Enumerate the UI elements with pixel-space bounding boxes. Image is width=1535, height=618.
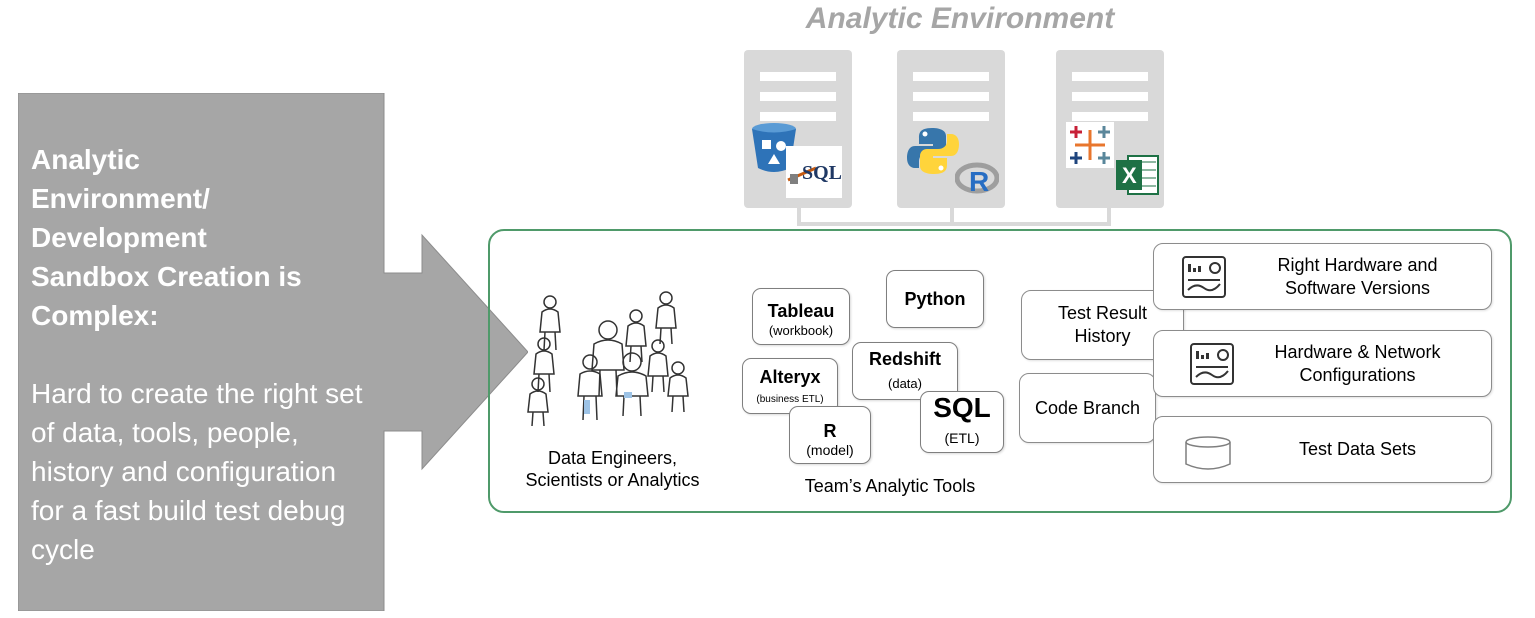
sql-icon-text: SQL bbox=[802, 162, 843, 184]
tool-sub: (workbook) bbox=[768, 323, 834, 338]
code-branch-label: Code Branch bbox=[1034, 397, 1141, 418]
dashboard-report-icon bbox=[1190, 343, 1234, 385]
tool-name: R bbox=[823, 421, 837, 441]
right-item-line1: Test Data Sets bbox=[1298, 439, 1417, 459]
right-item-line1: Hardware & Network bbox=[1274, 341, 1441, 362]
tool-chip-sql: SQL (ETL) bbox=[920, 391, 1004, 453]
r-logo-icon: R bbox=[955, 162, 999, 198]
tool-sub: (ETL) bbox=[944, 430, 980, 446]
tool-name: Tableau bbox=[767, 301, 835, 321]
tool-chip-redshift: Redshift (data) bbox=[852, 342, 958, 400]
database-cylinder-icon bbox=[1185, 436, 1231, 470]
s3-bucket-icon bbox=[752, 123, 796, 172]
tools-caption: Team’s Analytic Tools bbox=[804, 476, 976, 496]
arrow-body: Hard to create the right set of data, to… bbox=[31, 378, 363, 565]
right-item-label: Hardware & Network Configurations bbox=[1234, 331, 1481, 396]
people-caption: Data Engineers, Scientists or Analytics bbox=[505, 447, 720, 491]
server-3: X bbox=[1056, 50, 1164, 208]
tool-name: Python bbox=[904, 289, 966, 309]
tableau-logo-icon bbox=[1066, 122, 1114, 168]
sql-icon: SQL bbox=[786, 146, 842, 198]
tool-name: Alteryx bbox=[759, 367, 821, 387]
people-caption-line1: Data Engineers, bbox=[547, 448, 678, 468]
server-connector bbox=[797, 208, 1111, 228]
test-result-line2: History bbox=[1074, 326, 1131, 346]
server-slot bbox=[760, 112, 836, 121]
tool-sub: (data) bbox=[888, 376, 922, 391]
arrow-text: Analytic Environment/ Development Sandbo… bbox=[31, 140, 376, 569]
excel-logo-text: X bbox=[1122, 163, 1137, 188]
tool-name: SQL bbox=[933, 392, 991, 423]
complexity-arrow bbox=[17, 92, 529, 612]
server-1: SQL bbox=[744, 50, 852, 208]
tool-chip-alteryx: Alteryx (business ETL) bbox=[742, 358, 838, 414]
server-2: R bbox=[897, 50, 1005, 208]
sandbox-container bbox=[488, 229, 1512, 513]
people-crowd-icon bbox=[527, 291, 689, 427]
test-result-line1: Test Result bbox=[1057, 303, 1148, 323]
right-item-line2: Configurations bbox=[1299, 364, 1416, 385]
analytic-environment-title: Analytic Environment bbox=[805, 2, 1115, 35]
right-item-label: Test Data Sets bbox=[1234, 417, 1481, 482]
server-slot bbox=[760, 92, 836, 101]
code-branch-box: Code Branch bbox=[1019, 373, 1156, 443]
arrow-heading: Analytic Environment/ Development Sandbo… bbox=[31, 144, 302, 331]
server-slot bbox=[1072, 72, 1148, 81]
hardware-network-item: Hardware & Network Configurations bbox=[1153, 330, 1492, 397]
right-hardware-software-item: Right Hardware and Software Versions bbox=[1153, 243, 1492, 310]
excel-logo-icon: X bbox=[1114, 152, 1160, 198]
server-slot bbox=[760, 72, 836, 81]
server-slot bbox=[1072, 112, 1148, 121]
tool-chip-python: Python bbox=[886, 270, 984, 328]
tool-chip-tableau: Tableau (workbook) bbox=[752, 288, 850, 345]
right-item-line2: Software Versions bbox=[1284, 277, 1431, 298]
tool-sub: (business ETL) bbox=[756, 394, 824, 405]
dashboard-report-icon bbox=[1182, 256, 1226, 298]
people-caption-line2: Scientists or Analytics bbox=[525, 470, 700, 490]
right-item-line1: Right Hardware and bbox=[1277, 254, 1438, 275]
right-item-label: Right Hardware and Software Versions bbox=[1234, 244, 1481, 309]
tool-name: Redshift bbox=[869, 349, 941, 369]
tool-sub: (model) bbox=[806, 442, 854, 458]
server-slot bbox=[913, 92, 989, 101]
server-slot bbox=[913, 72, 989, 81]
python-logo-icon bbox=[907, 128, 959, 174]
test-data-sets-item: Test Data Sets bbox=[1153, 416, 1492, 483]
server-slot bbox=[913, 112, 989, 121]
r-logo-text: R bbox=[969, 166, 990, 197]
tool-chip-r: R (model) bbox=[789, 406, 871, 464]
server-slot bbox=[1072, 92, 1148, 101]
